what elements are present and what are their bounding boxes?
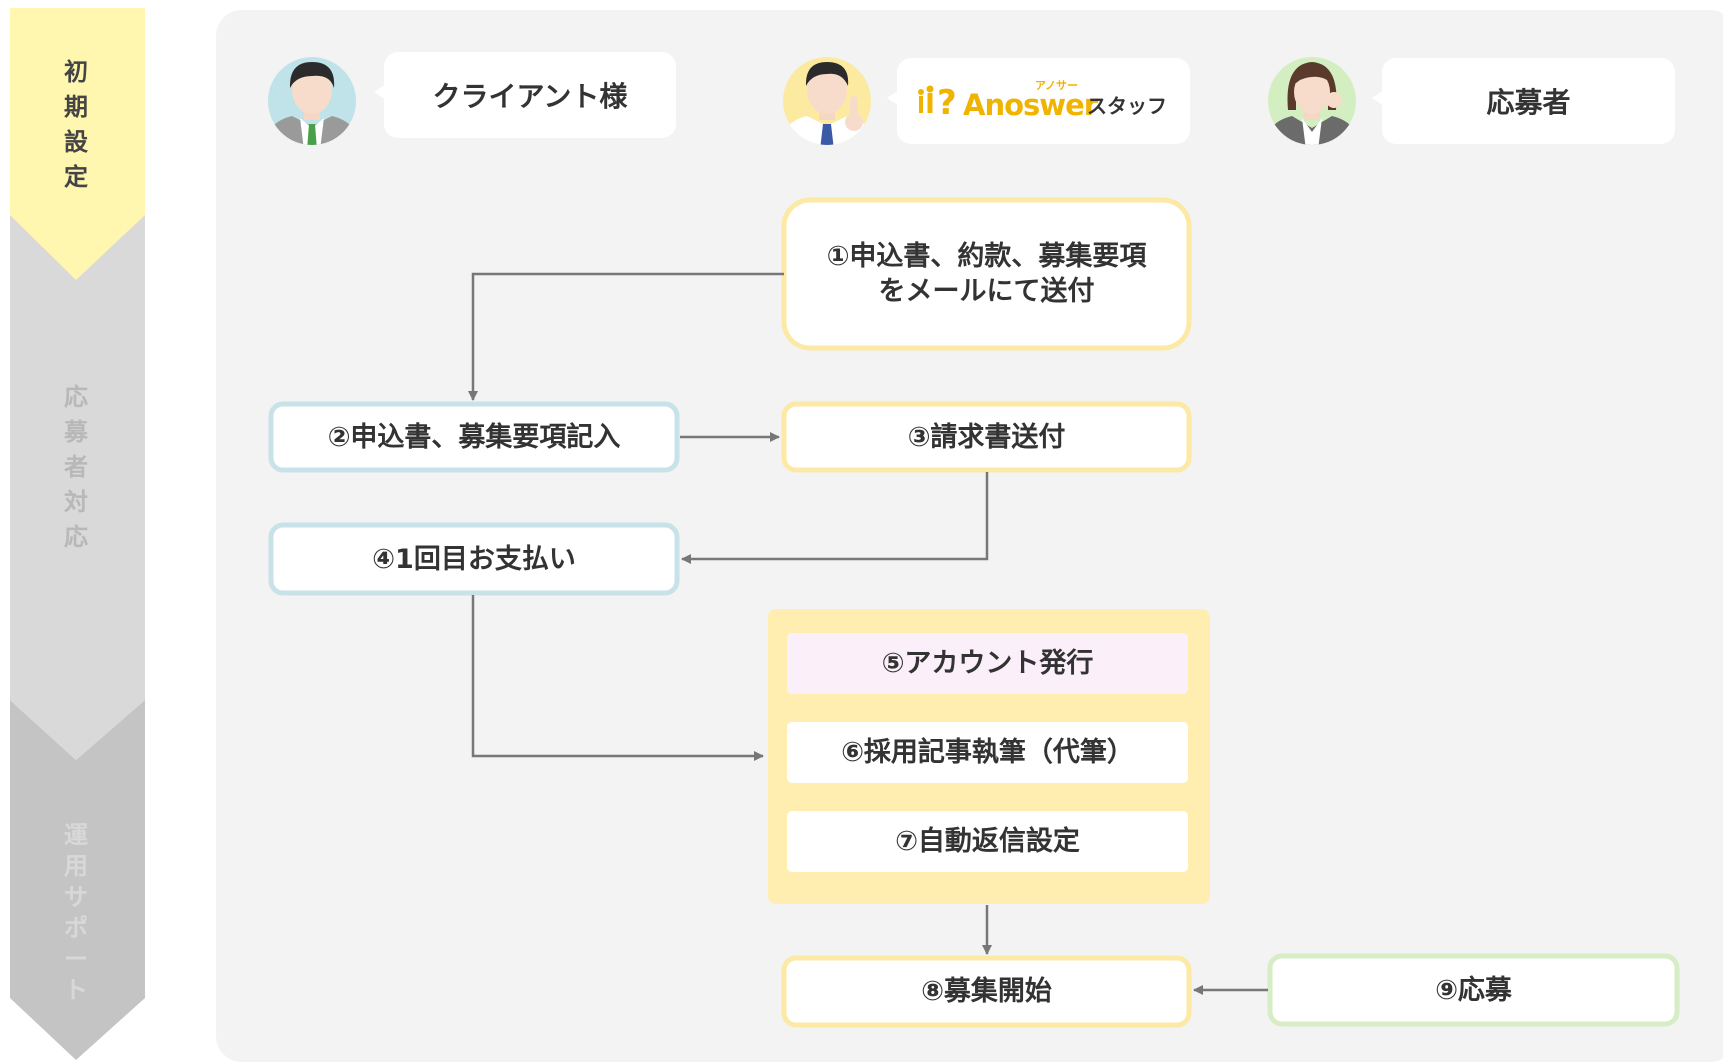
step8-text: ⑧募集開始 — [921, 976, 1052, 1007]
phase-support-label-char: 運 — [64, 821, 88, 849]
phase-support-label-char: サ — [64, 883, 88, 911]
arrow-step1-to-step2 — [468, 272, 784, 401]
phase-applicants-chevron — [10, 210, 145, 760]
step2-box — [268, 401, 680, 473]
step2-text: ②申込書、募集要項記入 — [327, 421, 621, 453]
step3-text: ③請求書送付 — [907, 421, 1066, 453]
phase-setup-chevron — [10, 8, 145, 280]
step4-box — [268, 522, 680, 596]
phase-support-label: 運用サポート — [58, 820, 94, 1006]
staff-label-suffix: スタッフ — [1087, 93, 1167, 118]
phase-applicants-label: 応募者対応 — [58, 380, 94, 555]
step8-box — [781, 955, 1192, 1028]
step5-box — [787, 633, 1188, 694]
step6-box — [787, 722, 1188, 783]
phase-support-label-char: ー — [64, 945, 88, 973]
phase-applicants-label-char: 応 — [64, 383, 88, 411]
step3-box — [781, 401, 1192, 473]
step7-text: ⑦自動返信設定 — [895, 826, 1080, 857]
staff-logo-text: Anoswer — [963, 88, 1098, 122]
phase-support-label-char: ト — [64, 976, 88, 1004]
step7-box — [787, 811, 1188, 872]
step4-text: ④1回目お支払い — [372, 543, 576, 575]
step5-text: ⑤アカウント発行 — [881, 648, 1094, 679]
step6-text: ⑥採用記事執筆（代筆） — [841, 737, 1134, 768]
step1-line1: ①申込書、約款、募集要項 — [826, 241, 1147, 272]
client-label-bubble — [374, 52, 676, 138]
client-label: クライアント様 — [432, 80, 628, 113]
applicant-avatar — [1268, 57, 1356, 145]
svg-text:?: ? — [937, 83, 957, 123]
step9-box — [1267, 953, 1680, 1027]
phase-applicants-label-char: 募 — [64, 418, 88, 446]
applicant-label-bubble — [1372, 58, 1675, 144]
phase-applicants-label-char: 者 — [64, 453, 88, 481]
phase-support-label-char: ポ — [64, 914, 88, 942]
staff-label-bubble — [887, 58, 1190, 144]
phase-support-chevron — [10, 700, 145, 1060]
phase-applicants-label-char: 対 — [64, 488, 88, 516]
phase-setup-label-char: 期 — [64, 93, 88, 121]
anoswer-logo-figures-icon: ? — [918, 83, 957, 123]
phase-applicants-label-char: 応 — [64, 523, 88, 551]
staff-logo-ruby: アノサー — [1035, 79, 1079, 92]
staff-logo: アノサー Anoswer — [963, 74, 1098, 123]
phase-support-label-char: 用 — [64, 852, 88, 880]
phase-setup-label-char: 定 — [64, 163, 88, 191]
phase-setup-label-char: 初 — [64, 58, 88, 86]
phase-setup-label-char: 設 — [64, 128, 88, 156]
phase-setup-label: 初期設定 — [58, 55, 94, 195]
arrow-step4-to-group — [471, 595, 764, 761]
arrow-step3-to-step4 — [681, 472, 989, 564]
step1-text: ①申込書、約款、募集要項 をメールにて送付 — [784, 200, 1189, 348]
staff-avatar — [783, 57, 871, 145]
applicant-label: 応募者 — [1486, 86, 1571, 119]
step1-line2: をメールにて送付 — [878, 276, 1095, 307]
step9-text: ⑨応募 — [1435, 974, 1512, 1006]
